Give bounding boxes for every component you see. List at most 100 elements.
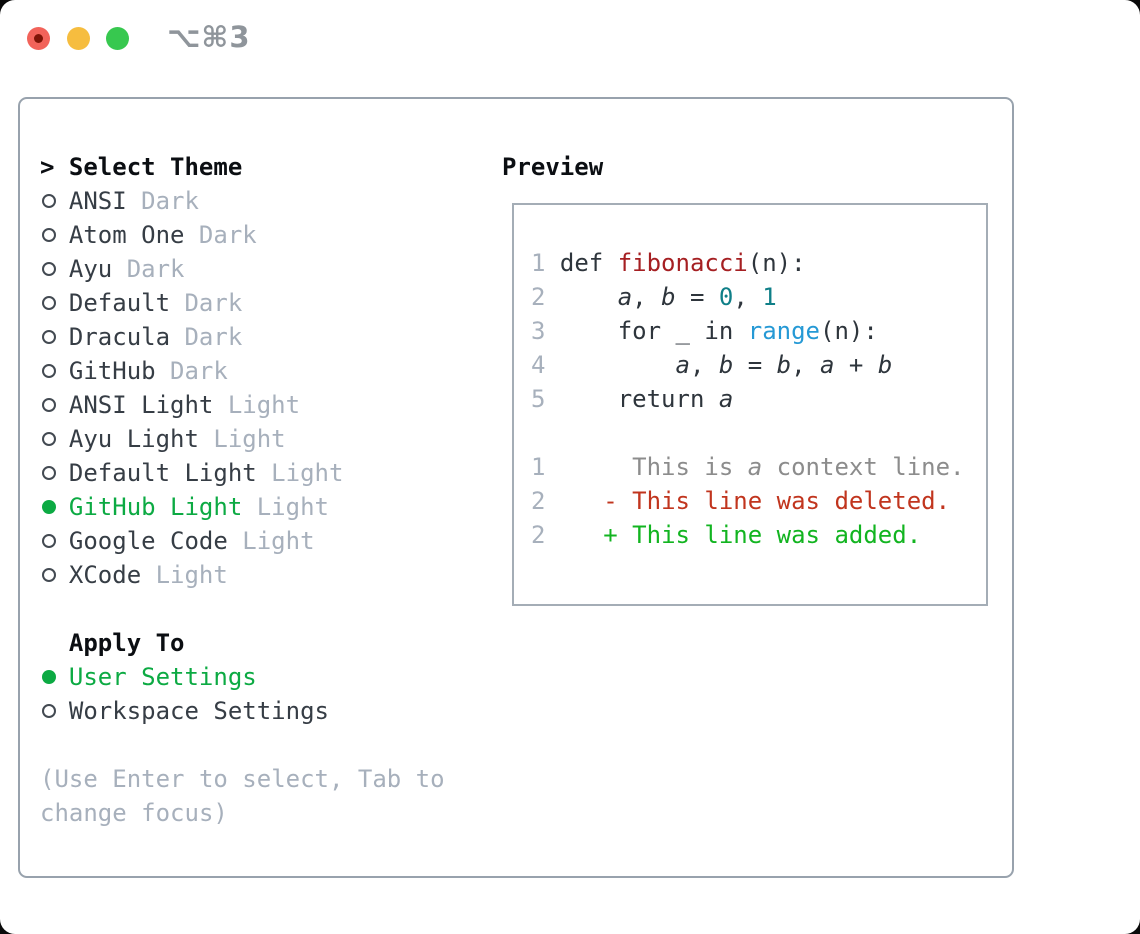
radio-icon — [42, 704, 56, 718]
variant-badge: Light — [256, 493, 329, 521]
radio-icon — [42, 534, 56, 548]
variant-badge: Light — [242, 527, 315, 555]
code-token: , — [689, 351, 719, 379]
variant-badge: Dark — [184, 323, 243, 351]
code-token — [560, 521, 603, 549]
option-label: Default — [68, 289, 171, 317]
variant-badge: Light — [155, 561, 228, 589]
spacer-row — [40, 728, 480, 762]
code-token: - This line was deleted. — [603, 487, 951, 515]
radio-selected-icon — [42, 670, 56, 684]
preview-title: Preview — [502, 153, 604, 181]
code-token — [560, 283, 618, 311]
code-token: + This line was added. — [603, 521, 922, 549]
apply-option-user-settings[interactable]: User Settings — [40, 660, 480, 694]
theme-option-google-code[interactable]: Google Code Light — [40, 524, 480, 558]
code-token: context line. — [762, 453, 965, 481]
code-line: 2 - This line was deleted. — [531, 484, 986, 518]
option-label: XCode — [68, 561, 142, 589]
code-token: = — [675, 283, 719, 311]
radio-icon — [42, 568, 56, 582]
code-token — [560, 351, 676, 379]
select-theme-header: >Select Theme — [40, 150, 480, 184]
code-token: , — [733, 283, 763, 311]
code-token: 2 — [531, 283, 560, 311]
code-token: b — [776, 351, 792, 379]
code-token: b — [661, 283, 676, 311]
code-token: 1 — [531, 453, 560, 481]
code-token: (n): — [747, 249, 806, 277]
hint-line-1: (Use Enter to select, Tab to — [40, 765, 445, 793]
radio-icon — [42, 330, 56, 344]
code-token: 2 — [531, 521, 560, 549]
theme-option-ayu-light[interactable]: Ayu Light Light — [40, 422, 480, 456]
code-line: 4 a, b = b, a + b — [531, 348, 986, 382]
radio-selected-icon — [42, 500, 56, 514]
option-label: Atom One — [68, 221, 185, 249]
option-label: GitHub Light — [68, 493, 243, 521]
option-label: ANSI Light — [68, 391, 214, 419]
code-token: a — [617, 283, 633, 311]
code-line: 5 return a — [531, 382, 986, 416]
code-token: 4 — [531, 351, 560, 379]
code-token: b — [877, 351, 893, 379]
theme-option-xcode[interactable]: XCode Light — [40, 558, 480, 592]
code-token: , — [791, 351, 821, 379]
selection-caret-icon: > — [40, 153, 55, 181]
code-line: 2 + This line was added. — [531, 518, 986, 552]
spacer-row — [40, 592, 480, 626]
code-token: a — [820, 351, 835, 379]
code-token: b — [718, 351, 734, 379]
code-token: a — [718, 385, 734, 413]
code-token: This is — [559, 453, 748, 481]
apply-option-workspace-settings[interactable]: Workspace Settings — [40, 694, 480, 728]
variant-badge: Dark — [184, 289, 243, 317]
traffic-light-close-button[interactable] — [27, 27, 50, 50]
radio-icon — [42, 228, 56, 242]
theme-option-default[interactable]: Default Dark — [40, 286, 480, 320]
preview-column: Preview 1 def fibonacci(n):2 a, b = 0, 1… — [502, 150, 1008, 606]
option-label: Ayu Light — [68, 425, 199, 453]
option-label: Default Light — [68, 459, 257, 487]
apply-to-title: Apply To — [68, 629, 185, 657]
code-token: def — [559, 249, 618, 277]
radio-icon — [42, 364, 56, 378]
close-dot-icon — [34, 34, 43, 43]
code-line — [531, 416, 986, 450]
variant-badge: Light — [213, 425, 286, 453]
code-token — [560, 487, 603, 515]
code-token: a — [675, 351, 690, 379]
radio-icon — [42, 262, 56, 276]
theme-option-github-light[interactable]: GitHub Light Light — [40, 490, 480, 524]
option-label: Google Code — [68, 527, 228, 555]
code-line: 3 for _ in range(n): — [531, 314, 986, 348]
apply-to-header: Apply To — [40, 626, 480, 660]
code-line: 1 This is a context line. — [531, 450, 986, 484]
code-token: = — [733, 351, 777, 379]
preview-header: Preview — [502, 150, 1008, 184]
code-line: 2 a, b = 0, 1 — [531, 280, 986, 314]
code-token: 1 — [762, 283, 777, 311]
code-token: 3 — [531, 317, 560, 345]
traffic-light-minimize-button[interactable] — [67, 27, 90, 50]
window-titlebar: ⌥⌘3 — [0, 0, 1140, 76]
code-token: range — [747, 317, 820, 345]
code-token: (n): — [820, 317, 878, 345]
radio-icon — [42, 466, 56, 480]
radio-icon — [42, 432, 56, 446]
traffic-light-zoom-button[interactable] — [106, 27, 129, 50]
window-shortcut-label: ⌥⌘3 — [167, 20, 251, 54]
code-line: 1 def fibonacci(n): — [531, 246, 986, 280]
